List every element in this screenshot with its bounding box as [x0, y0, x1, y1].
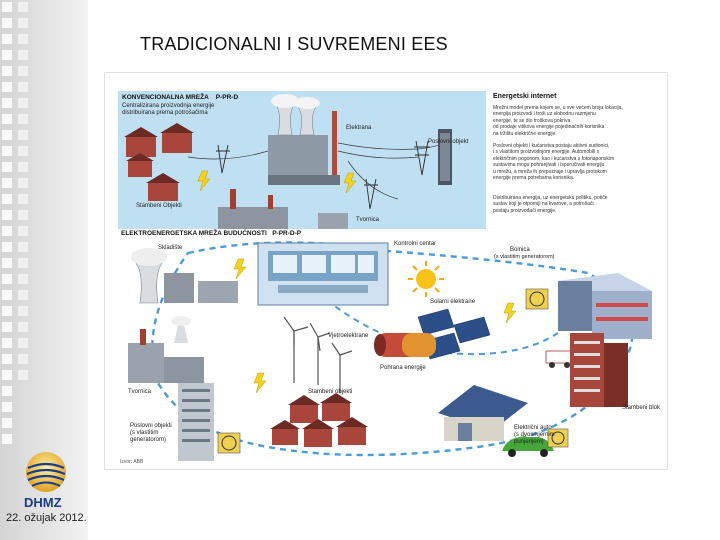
para-1-line: na tržištu električne energije. — [493, 131, 661, 137]
label-houses-bottom: Stambeni objekti — [308, 389, 352, 395]
label-office-bottom-3: generatorom) — [130, 437, 166, 443]
wind-turbine-icons — [284, 317, 352, 393]
label-wind-farms: Vjetroelektrane — [328, 333, 369, 339]
power-plant-icon — [268, 94, 340, 185]
label-apartment-block: Stambeni blok — [622, 405, 661, 411]
para-2-line: energije prema potrebama korisnika. — [493, 175, 661, 181]
conventional-grid-panel: KONVENCIONALNA MREŽA P-PR-D Centralizira… — [118, 91, 486, 229]
energy-internet-para-2: Poslovni objekti i kućanstva postaju akt… — [493, 143, 661, 181]
label-solar-plants: Solarni elektrane — [430, 299, 476, 305]
label-power-plant: Elektrana — [346, 125, 371, 132]
label-control-center: Kontrolni centar — [394, 241, 436, 247]
conventional-grid-heading: KONVENCIONALNA MREŽA — [122, 94, 209, 101]
logo-text: DHMZ — [24, 495, 62, 510]
energy-internet-para-3: Distribuirana energija, uz energetsku po… — [493, 195, 661, 214]
office-tower-bottom-icon — [178, 383, 214, 461]
conventional-grid-code: P-PR-D — [216, 94, 238, 101]
energy-internet-panel: Energetski internet Mrežni model prema k… — [491, 91, 663, 241]
label-storage: Skladište — [158, 245, 183, 251]
apartment-block-icon — [570, 333, 628, 407]
factory-bottom-icon — [128, 316, 204, 383]
label-electric-car-3: punjenjem) — [514, 439, 544, 445]
conventional-subtitle-1: Centralizirana proizvodnja energije — [122, 103, 214, 110]
energy-internet-para-1: Mrežni model prema kojem se, u sve većem… — [493, 105, 661, 137]
label-factory-bottom: Tvornica — [128, 389, 152, 395]
label-houses-top: Stambeni Objekti — [136, 203, 182, 210]
energy-grid-figure: KONVENCIONALNA MREŽA P-PR-D Centralizira… — [104, 72, 668, 470]
hospital-icon — [558, 273, 652, 339]
battery-storage-icon — [374, 333, 436, 357]
slide-date: 22. ožujak 2012. — [6, 512, 87, 524]
label-hospital: Bolnica — [510, 247, 530, 253]
label-office-building: Poslovni objekt — [428, 139, 468, 146]
label-hospital-sub: (s vlastitim generatorom) — [494, 254, 555, 260]
storage-plant-icon — [131, 248, 238, 303]
house-bottom-icons — [270, 393, 368, 447]
control-center-icon — [258, 243, 388, 305]
square-column-2 — [18, 2, 28, 386]
para-3-line: postaju proizvođači energije. — [493, 208, 661, 214]
office-building-icon — [438, 129, 452, 185]
ambulance-icon — [546, 351, 572, 368]
label-office-bottom-2: (s vlastitim — [130, 430, 158, 436]
label-electric-car-2: (s dvosmjernim — [514, 432, 555, 438]
factory-icon — [218, 189, 348, 229]
label-energy-storage: Pohrana energije — [380, 365, 426, 371]
conventional-subtitle-2: distribuirana prema potrošačima — [122, 110, 208, 117]
label-electric-car-1: Električni auto — [514, 425, 552, 431]
generator-icon-office — [218, 433, 240, 453]
slide-title: TRADICIONALNI I SUVREMENI EES — [140, 34, 448, 55]
sun-icon — [408, 261, 444, 297]
generator-icon-hospital — [526, 289, 548, 309]
house-icons — [124, 123, 194, 201]
label-factory-top: Tvornica — [356, 217, 379, 224]
future-grid-illustration: Skladište Kontrolni centar Bolnica (s vl… — [118, 233, 663, 465]
figure-source: Izvor: ABB — [120, 459, 144, 465]
future-grid-scene: Skladište Kontrolni centar Bolnica (s vl… — [118, 233, 663, 465]
label-office-bottom-1: Poslovni objekti — [130, 423, 172, 429]
energy-internet-heading: Energetski internet — [493, 93, 556, 100]
square-column-1 — [2, 2, 12, 450]
